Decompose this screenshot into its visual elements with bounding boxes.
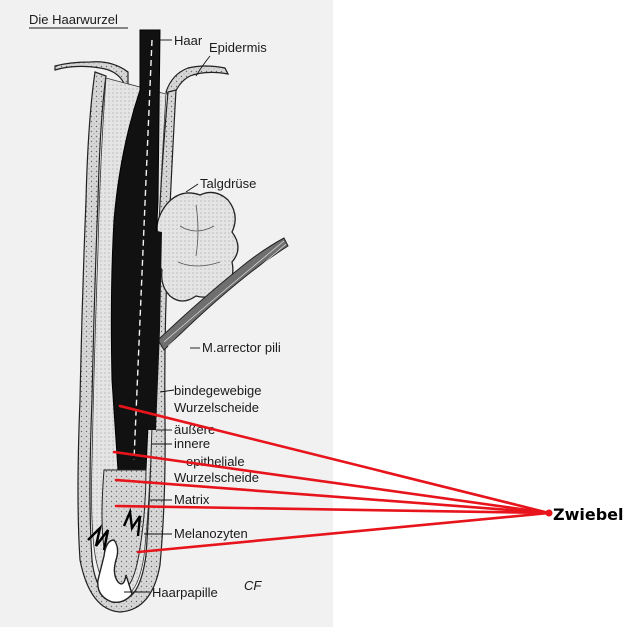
figure-title: Die Haarwurzel [29, 12, 118, 27]
label-epidermis: Epidermis [209, 40, 267, 55]
hair-cortex-strand [146, 230, 162, 430]
label-melanozyten: Melanozyten [174, 526, 248, 541]
artist-signature: CF [244, 578, 262, 593]
label-epitheliale-wurzelscheide: Wurzelscheide [174, 470, 259, 485]
label-innere: innere [174, 436, 210, 451]
arrector-pili-muscle [157, 237, 289, 351]
label-bindegewebige: bindegewebige [174, 383, 261, 398]
label-bindegewebige-wurzelscheide: Wurzelscheide [174, 400, 259, 415]
hair-papilla [97, 539, 133, 604]
leader-lines [124, 39, 211, 593]
label-haar: Haar [174, 33, 203, 48]
hair-medulla-line [133, 39, 153, 461]
label-arrector-pili: M.arrector pili [202, 340, 281, 355]
scan-panel [0, 0, 333, 627]
epidermis-left [54, 61, 129, 93]
label-aeussere: äußere [174, 422, 215, 437]
zwiebel-label: Zwiebel [553, 505, 624, 524]
label-haarpapille: Haarpapille [152, 585, 218, 600]
zwiebel-pointer-lines [112, 404, 551, 554]
epidermis-right [165, 65, 230, 102]
melanocyte-pigment [87, 507, 142, 551]
label-matrix: Matrix [174, 492, 210, 507]
zwiebel-pointer-hub [545, 509, 553, 517]
arrector-pili-fibers [163, 240, 287, 347]
gland-lobule-lines [177, 204, 221, 267]
label-talgdruese: Talgdrüse [200, 176, 256, 191]
follicle-outer-sheath [77, 71, 177, 613]
